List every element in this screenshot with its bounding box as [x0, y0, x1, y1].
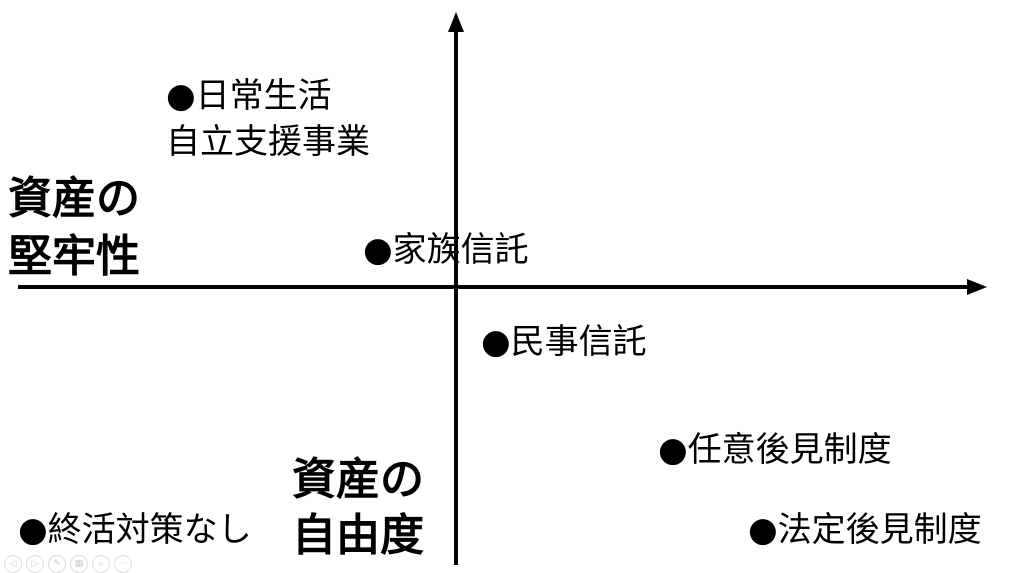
- bullet-icon: ●: [363, 230, 393, 270]
- point-daily-life-support: ●日常生活 自立支援事業: [166, 76, 370, 162]
- axis-label-line: 自由度: [292, 510, 424, 561]
- axis-label-freedom: 資産の 自由度: [292, 453, 424, 563]
- point-label: 家族信託: [392, 230, 529, 270]
- bullet-icon: ●: [18, 510, 48, 550]
- point-label: 法定後見制度: [777, 510, 982, 550]
- axis-label-line: 資産の: [292, 454, 424, 505]
- point-voluntary-guardianship: ●任意後見制度: [658, 430, 892, 470]
- axis-label-line: 堅牢性: [8, 231, 140, 282]
- bullet-icon: ●: [481, 322, 511, 362]
- point-label: 日常生活: [195, 76, 332, 116]
- slides-icon[interactable]: ▦: [70, 555, 88, 573]
- horizontal-axis-arrow: [967, 279, 987, 295]
- next-icon[interactable]: ▷: [26, 555, 44, 573]
- point-label: 民事信託: [510, 322, 647, 362]
- point-civil-trust: ●民事信託: [481, 322, 647, 362]
- point-label: 任意後見制度: [687, 430, 892, 470]
- point-no-end-of-life-planning: ●終活対策なし: [18, 510, 252, 550]
- bullet-icon: ●: [166, 76, 196, 116]
- bullet-icon: ●: [658, 430, 688, 470]
- point-family-trust: ●家族信託: [363, 230, 529, 270]
- bullet-icon: ●: [748, 510, 778, 550]
- point-legal-guardianship: ●法定後見制度: [748, 510, 982, 550]
- axis-label-robustness: 資産の 堅牢性: [8, 172, 140, 284]
- axis-label-line: 資産の: [8, 173, 140, 224]
- more-icon[interactable]: ⋯: [114, 555, 132, 573]
- slide-controls: ◁ ▷ ✎ ▦ ⌕ ⋯: [4, 555, 132, 573]
- pen-icon[interactable]: ✎: [48, 555, 66, 573]
- previous-icon[interactable]: ◁: [4, 555, 22, 573]
- point-label-line2: 自立支援事業: [166, 122, 370, 162]
- zoom-icon[interactable]: ⌕: [92, 555, 110, 573]
- vertical-axis-arrow: [448, 12, 464, 32]
- point-label: 終活対策なし: [47, 510, 252, 550]
